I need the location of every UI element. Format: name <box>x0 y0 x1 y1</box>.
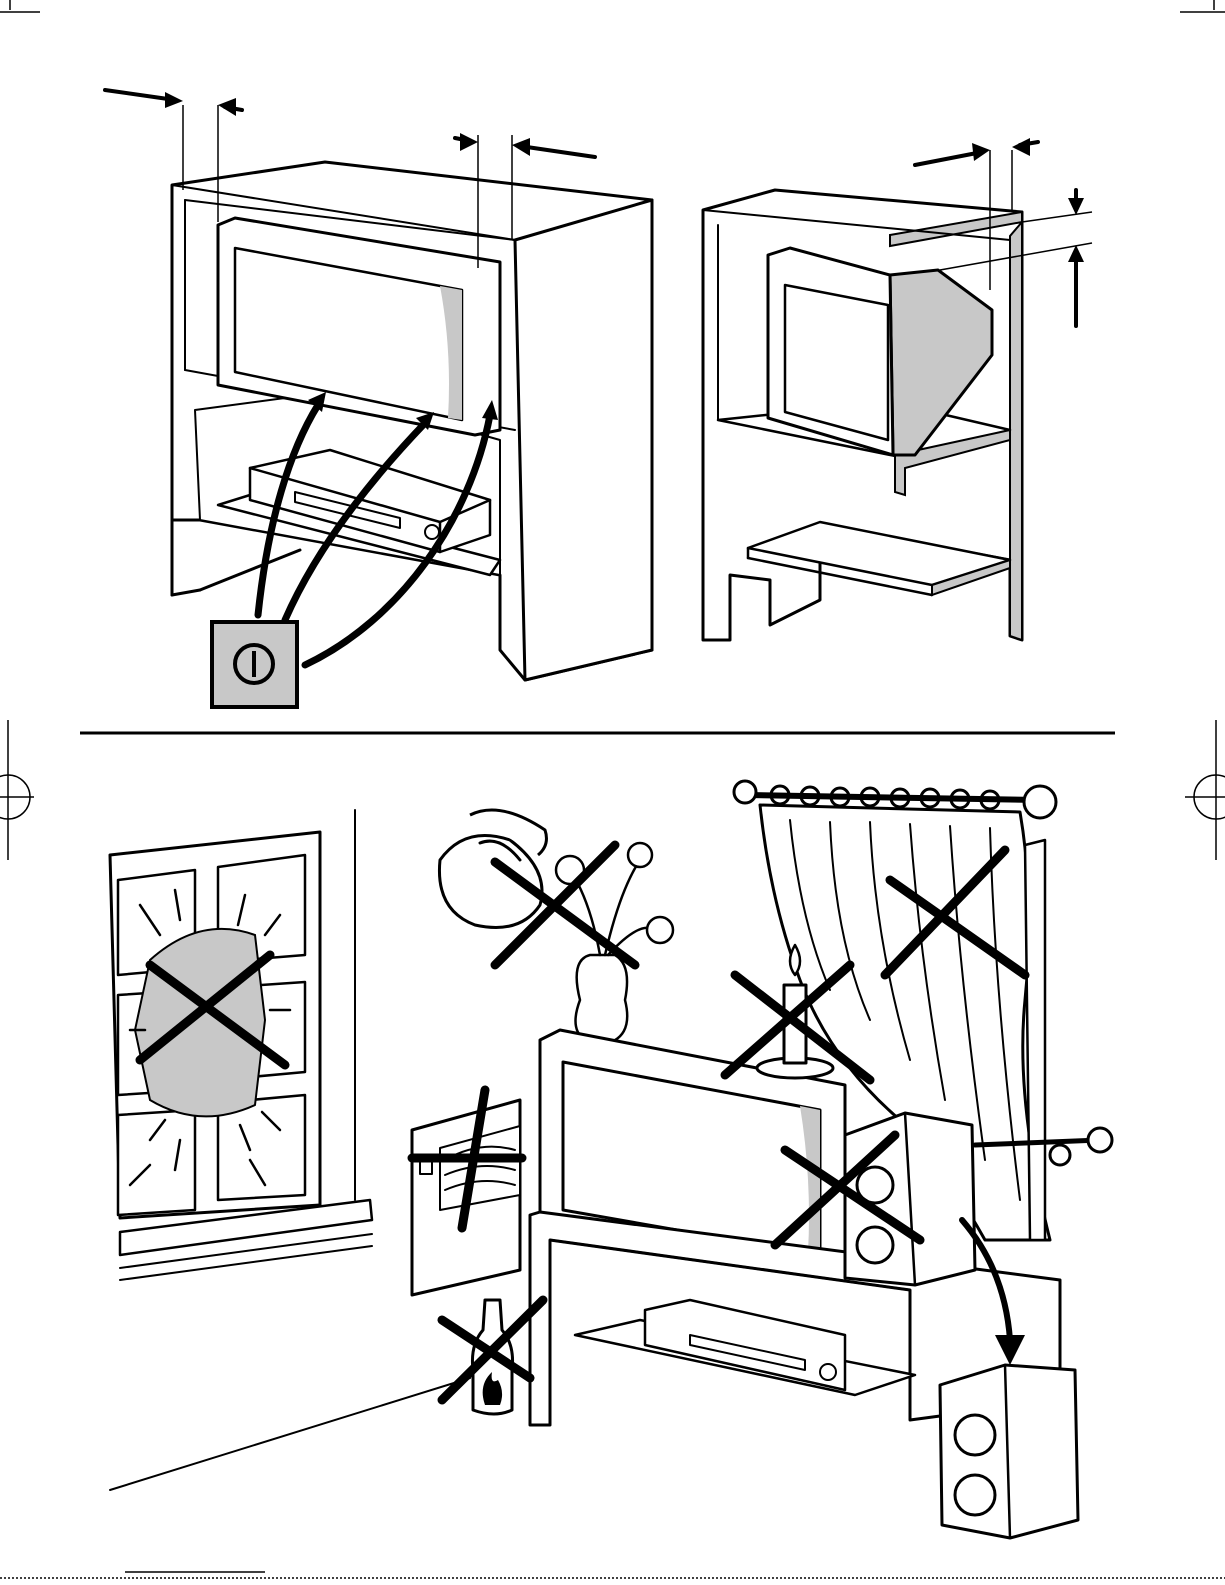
shelf-tv-illustration <box>703 138 1092 640</box>
watering-can-icon <box>439 810 673 1045</box>
power-icon <box>212 622 297 707</box>
flammable-bottle-icon <box>442 1300 543 1414</box>
cabinet-tv-illustration <box>105 90 652 707</box>
placement-warnings-scene <box>110 781 1112 1538</box>
sun-icon <box>110 832 372 1280</box>
radiator-icon <box>412 1090 522 1295</box>
